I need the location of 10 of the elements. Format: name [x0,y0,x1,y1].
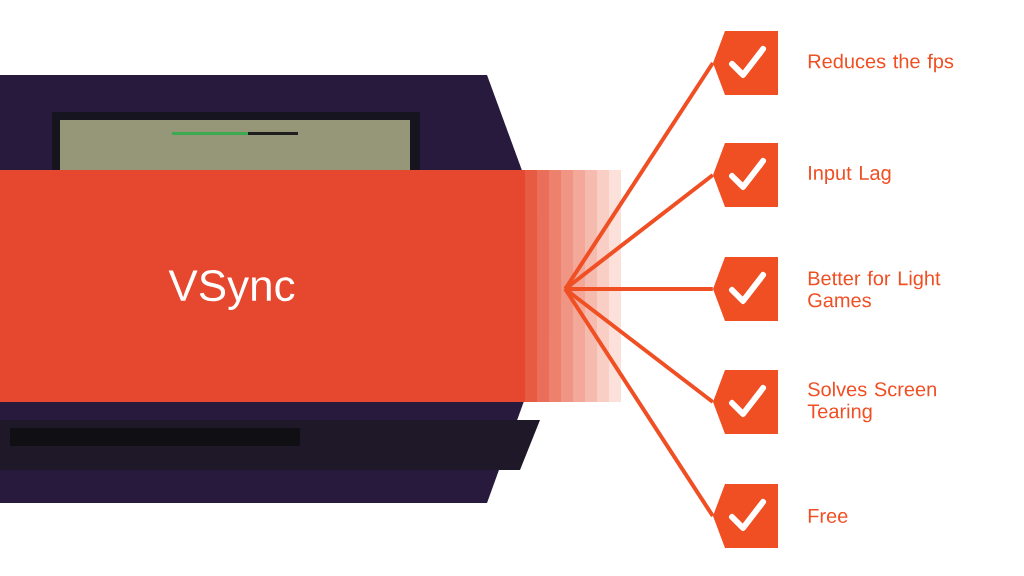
item-label: Reduces the fps [808,53,954,73]
connector-line [564,287,715,404]
connector-line [563,61,715,291]
item-label: Free [808,509,848,523]
item-label: Solves Screen Tearing [807,381,936,423]
connector-line [564,173,715,291]
connector-line [565,287,713,291]
item-label: Better for Light Games [808,270,941,308]
item-label: Input Lag [809,166,891,184]
connector-line [563,287,715,518]
